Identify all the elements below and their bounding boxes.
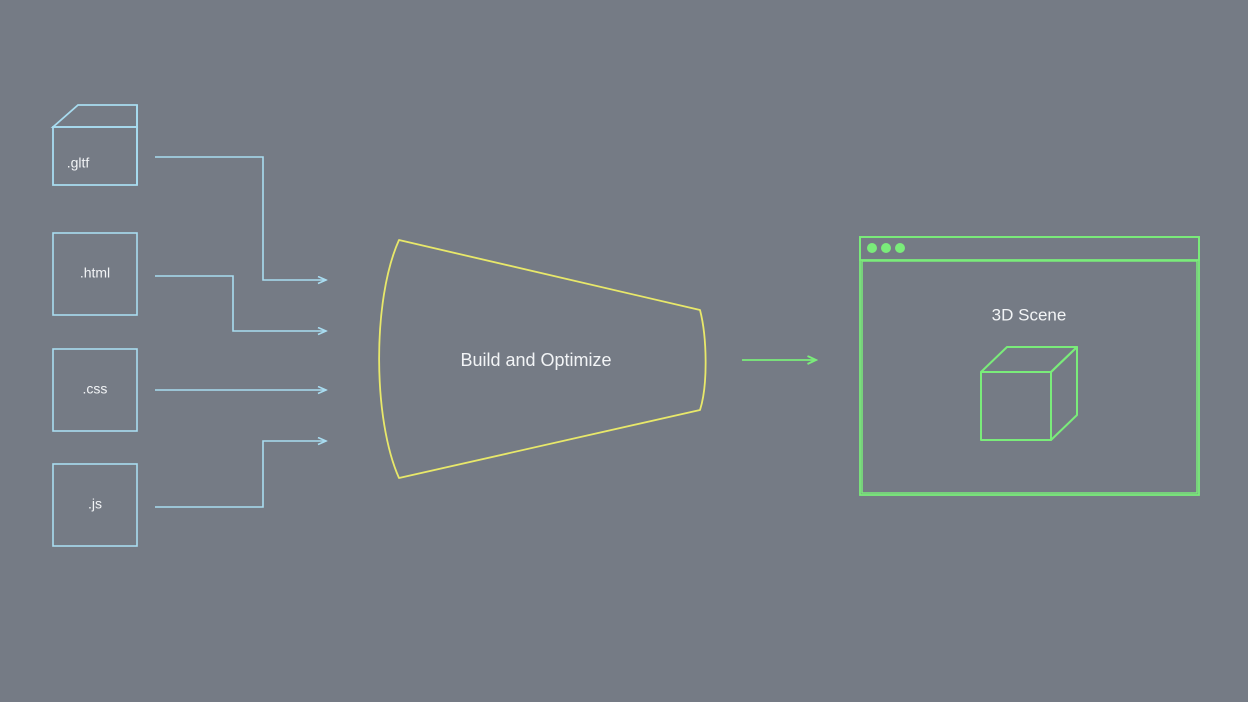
source-node-gltf-label: .gltf: [67, 155, 90, 171]
connector-gltf-to-build: [155, 156, 326, 280]
viewer-window-viewport: [861, 260, 1198, 494]
viewer-scene-cube-icon: [980, 346, 1078, 441]
source-node-css-label: .css: [83, 381, 108, 397]
window-close-dot-icon[interactable]: [867, 243, 877, 253]
build-stage-funnel-shape: [378, 239, 707, 479]
source-node-js-box: [52, 463, 138, 547]
build-stage[interactable]: Build and Optimize: [378, 239, 707, 479]
window-maximize-dot-icon[interactable]: [895, 243, 905, 253]
viewer-window-frame: [859, 236, 1200, 496]
source-node-css[interactable]: .css: [52, 348, 138, 432]
source-node-css-box: [52, 348, 138, 432]
scene-cube-front-face: [980, 371, 1052, 441]
build-stage-label: Build and Optimize: [460, 350, 611, 370]
connector-html-to-build: [155, 275, 326, 331]
viewer-window[interactable]: 3D Scene: [859, 236, 1200, 496]
source-node-gltf[interactable]: .gltf: [50, 104, 138, 192]
connector-js-to-build: [155, 441, 326, 508]
viewer-scene-label: 3D Scene: [992, 305, 1067, 324]
window-minimize-dot-icon[interactable]: [881, 243, 891, 253]
gltf-cube-front-face: [52, 126, 138, 186]
scene-cube-right-face: [1050, 346, 1078, 441]
source-node-html-box: [52, 232, 138, 316]
gltf-cube-top-face: [50, 104, 138, 128]
viewer-window-titlebar: [859, 236, 1200, 261]
source-node-html-label: .html: [80, 265, 110, 281]
source-node-html[interactable]: .html: [52, 232, 138, 316]
source-node-js[interactable]: .js: [52, 463, 138, 547]
source-node-js-label: .js: [88, 496, 102, 512]
